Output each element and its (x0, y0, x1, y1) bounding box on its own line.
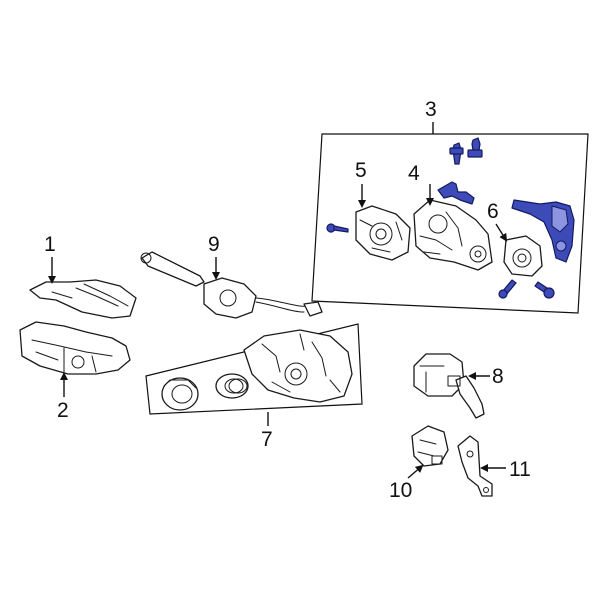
callout-7: 7 (261, 428, 273, 451)
screw-icon (498, 279, 555, 299)
callout-8: 8 (492, 365, 504, 388)
part-6-ignition-switch: 6 (487, 200, 543, 277)
callout-10: 10 (389, 479, 412, 502)
part-7-clock-spring (161, 373, 249, 411)
part-7-switch-housing (243, 329, 353, 403)
bolt-icon (449, 137, 483, 165)
callout-11: 11 (509, 458, 531, 481)
part-9-combination-switch: 9 (140, 233, 323, 319)
bracket-icon (437, 181, 475, 205)
callout-9: 9 (208, 233, 220, 256)
part-4-steering-lock: 4 (408, 162, 493, 271)
callout-2: 2 (57, 399, 69, 422)
part-11-bracket: 11 (457, 435, 531, 497)
callout-6: 6 (487, 200, 499, 223)
part-8-wiper-switch: 8 (413, 353, 504, 419)
group-box-3: 3 (311, 98, 589, 314)
callout-4: 4 (408, 162, 420, 185)
part-2-lower-cover: 2 (19, 321, 131, 422)
key-cylinder-icon (511, 199, 575, 263)
part-1-upper-cover: 1 (29, 233, 137, 319)
part-10-module: 10 (389, 425, 449, 502)
part-5-lock-housing: 5 (355, 159, 411, 261)
screw-icon (326, 223, 349, 233)
callout-3: 3 (425, 98, 437, 121)
callout-1: 1 (44, 233, 56, 256)
callout-5: 5 (355, 159, 367, 182)
